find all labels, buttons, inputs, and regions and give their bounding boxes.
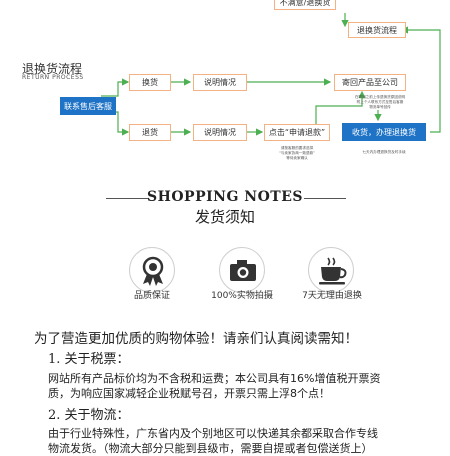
apply-refund-box: 点击“申请退款” xyxy=(264,124,330,141)
notes-title-cn: 发货须知 xyxy=(194,208,255,226)
tax-line-2: 质，为响应国家减轻企业税赋号召，开票只需上浮8个点！ xyxy=(48,387,330,400)
logistics-line-1: 由于行业特殊性，广东省内及个别地区可以快递其余都采取合作专线 xyxy=(48,427,378,440)
flow-arrow xyxy=(101,78,130,97)
notes-divider-left xyxy=(106,198,148,199)
logistics-line-2: 物流发货。（物流大部分只能到县级市，需要自提或者包偿送货上） xyxy=(48,442,373,455)
receive-process-box: 收货，办理退换货 xyxy=(342,123,426,141)
coffee-cup-icon xyxy=(308,247,354,293)
camera-icon xyxy=(219,247,265,293)
send-note-1: 在寄回之前上传退换货原因说明 xyxy=(354,95,406,99)
receive-note: 七天内办理退换货及时手续 xyxy=(362,150,406,154)
send-back-box: 寄回产品至公司 xyxy=(334,74,406,91)
send-note-3: 物流单号回传 xyxy=(369,105,391,109)
apply-note-2: “与卖家协商一致退款” xyxy=(278,151,316,155)
apply-note-1: 请按客服的要求选择 xyxy=(280,146,314,150)
contact-service-button: 联系售后客服 xyxy=(60,97,116,115)
exchange-box: 换货 xyxy=(129,74,171,91)
tax-section-title: 1. 关于税票： xyxy=(48,352,130,367)
logistics-section-title: 2. 关于物流： xyxy=(48,408,130,423)
quality-medal-icon xyxy=(129,247,175,293)
feature-label-return: 7天无理由退换 xyxy=(302,291,362,301)
flow-arrow xyxy=(315,90,366,124)
notes-divider-right xyxy=(304,198,346,199)
refund-box: 退货 xyxy=(129,124,171,141)
send-note-2: 附上个人联系方式至售后客服 xyxy=(356,100,404,104)
return-process-box: 退换货流程 xyxy=(348,22,406,38)
dissatisfied-return-box: 不满意/退换货 xyxy=(274,0,336,10)
explain-box-top: 说明情况 xyxy=(193,74,247,91)
flow-arrow xyxy=(101,111,130,136)
feature-label-photo: 100%实物拍摄 xyxy=(211,291,273,301)
notes-title-en: SHOPPING NOTES xyxy=(147,189,303,205)
process-title-cn: 退换货流程 xyxy=(22,62,83,76)
notes-heading: 为了营造更加优质的购物体验！请亲们认真阅读需知！ xyxy=(34,331,358,347)
feature-label-quality: 品质保证 xyxy=(133,291,170,301)
apply-note-3: 等待卖家确认 xyxy=(286,156,308,160)
process-title-en: RETURN PROCESS xyxy=(22,74,84,81)
explain-box-bottom: 说明情况 xyxy=(193,124,247,141)
tax-line-1: 网站所有产品标价均为不含税和运费；本公司具有16%增值税开票资 xyxy=(48,372,381,385)
flow-arrow xyxy=(400,26,441,133)
